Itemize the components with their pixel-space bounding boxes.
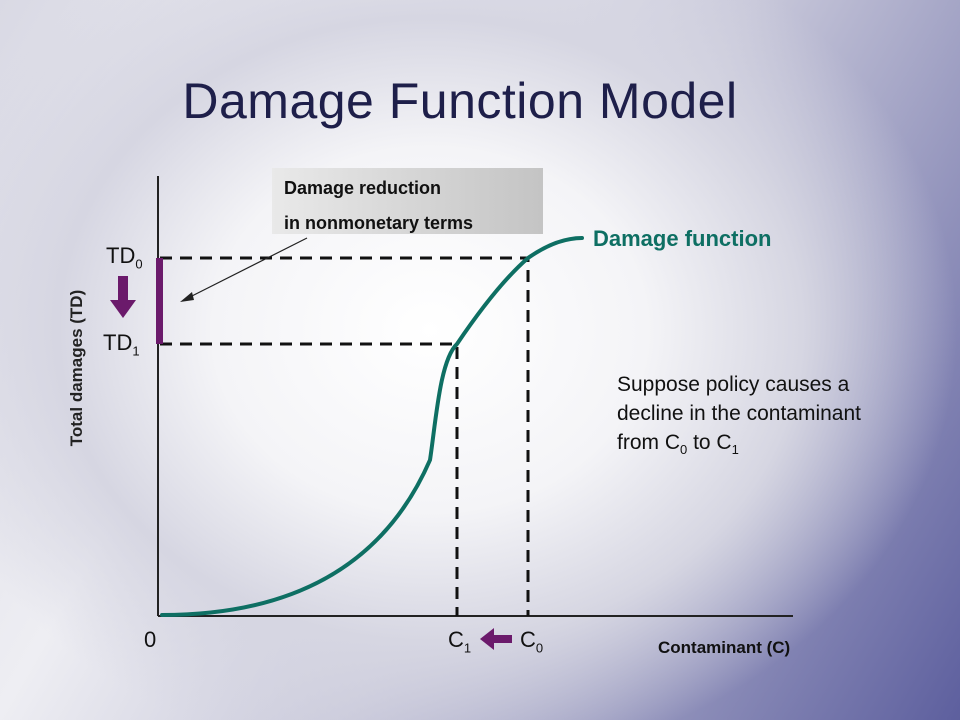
c1-label: C1 bbox=[448, 627, 472, 656]
damage-function-label: Damage function bbox=[593, 226, 772, 251]
c-arrow-shaft bbox=[492, 635, 512, 643]
x-axis-label: Contaminant (C) bbox=[658, 638, 791, 657]
td1-guide bbox=[160, 342, 459, 616]
callout-line-2: in nonmonetary terms bbox=[284, 213, 474, 233]
reduction-bar bbox=[156, 258, 163, 344]
td0-label: TD0 bbox=[106, 243, 143, 272]
policy-note: Suppose policy causes a decline in the c… bbox=[617, 370, 937, 464]
note-line-3: from C0 to C1 bbox=[617, 431, 739, 458]
c-arrow-head bbox=[480, 628, 494, 650]
td-arrow-head bbox=[110, 300, 136, 318]
c0-label: C0 bbox=[520, 627, 544, 656]
damage-function-curve bbox=[160, 236, 584, 617]
y-axis-label: Total damages (TD) bbox=[67, 289, 86, 447]
td0-guide bbox=[160, 256, 530, 616]
slide-title: Damage Function Model bbox=[182, 73, 738, 129]
note-line-1: Suppose policy causes a bbox=[617, 373, 850, 396]
callout-pointer bbox=[183, 237, 308, 301]
td1-label: TD1 bbox=[103, 330, 140, 359]
callout-pointer-head bbox=[180, 292, 194, 302]
callout-box bbox=[272, 168, 543, 234]
callout-line-1: Damage reduction bbox=[284, 178, 442, 198]
td-arrow-shaft bbox=[118, 276, 128, 302]
note-line-2: decline in the contaminant bbox=[617, 402, 861, 425]
origin-label: 0 bbox=[144, 627, 157, 652]
